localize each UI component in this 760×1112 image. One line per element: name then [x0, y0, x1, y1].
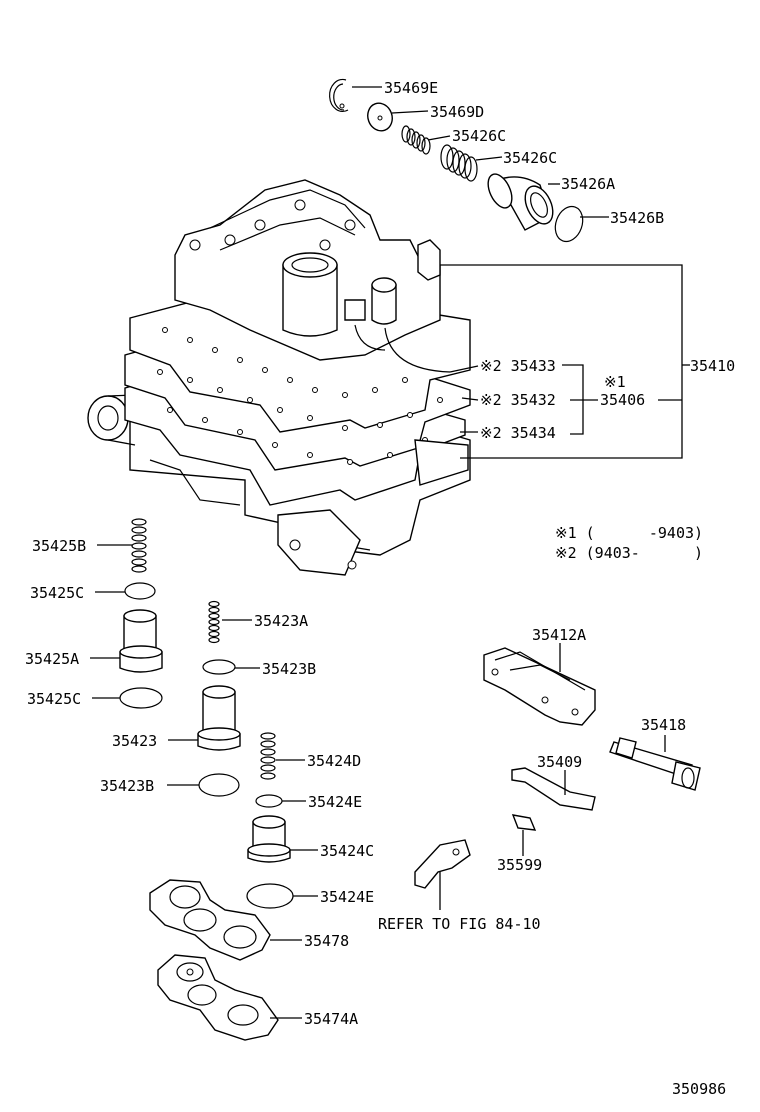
spring-35424D — [260, 732, 276, 780]
label-35426B: 35426B — [610, 209, 664, 227]
label-35424E-bottom: 35424E — [320, 888, 374, 906]
reference-note: REFER TO FIG 84-10 — [378, 915, 541, 933]
label-35424C: 35424C — [320, 842, 374, 860]
label-35432: ※2 35432 — [480, 391, 556, 409]
label-35412A: 35412A — [532, 626, 586, 644]
label-35426C-small: 35426C — [452, 127, 506, 145]
o-ring-35424E-top — [255, 794, 283, 808]
o-ring-35426B — [554, 205, 584, 243]
piston-35426A — [487, 173, 554, 231]
label-35426C-large: 35426C — [503, 149, 557, 167]
label-35406: 35406 — [600, 391, 645, 409]
gasket-35478 — [149, 879, 271, 961]
label-35409: 35409 — [537, 753, 582, 771]
o-ring-35423B-top — [202, 659, 236, 675]
connector-35418 — [609, 737, 701, 791]
clip-35599 — [511, 814, 537, 831]
o-ring-35425C-bottom — [119, 687, 163, 709]
o-ring-35423B-bottom — [198, 773, 240, 797]
valve-body-assembly — [87, 179, 471, 576]
piston-35424C — [247, 815, 291, 863]
cover-35474A — [157, 954, 279, 1041]
spring-35423A — [208, 600, 220, 644]
label-35424D: 35424D — [307, 752, 361, 770]
note-2: ※2 (9403- ) — [555, 544, 703, 562]
label-35410: 35410 — [690, 357, 735, 375]
label-35425B: 35425B — [32, 537, 86, 555]
label-35406-mark: ※1 — [604, 373, 626, 391]
diagram-id: 350986 — [672, 1080, 726, 1098]
plug-35469D — [367, 102, 393, 132]
label-35469E: 35469E — [384, 79, 438, 97]
part-labels: 35469E 35469D 35426C 35426C 35426A 35426… — [25, 79, 735, 1098]
label-35423B-top: 35423B — [262, 660, 316, 678]
bracket-35412A — [483, 647, 596, 726]
snap-ring-35469E — [329, 78, 349, 113]
label-35425C-top: 35425C — [30, 584, 84, 602]
label-35433: ※2 35433 — [480, 357, 556, 375]
bracket-ref-fig-84-10 — [414, 839, 471, 889]
label-35474A: 35474A — [304, 1010, 358, 1028]
note-1: ※1 ( -9403) — [555, 524, 703, 542]
label-35425C-bottom: 35425C — [27, 690, 81, 708]
label-35423: 35423 — [112, 732, 157, 750]
label-35423B-bottom: 35423B — [100, 777, 154, 795]
label-35426A: 35426A — [561, 175, 615, 193]
piston-35423 — [197, 685, 241, 751]
label-35425A: 35425A — [25, 650, 79, 668]
label-35423A: 35423A — [254, 612, 308, 630]
label-35418: 35418 — [641, 716, 686, 734]
leader-lines — [90, 86, 690, 1019]
piston-35425A — [119, 609, 163, 673]
spring-35425B — [131, 518, 147, 573]
spring-35426C-small — [401, 125, 431, 155]
label-35599: 35599 — [497, 856, 542, 874]
label-35434: ※2 35434 — [480, 424, 556, 442]
spring-35426C-large — [440, 144, 478, 182]
label-35424E-top: 35424E — [308, 793, 362, 811]
o-ring-35424E-bottom — [246, 883, 294, 909]
label-35478: 35478 — [304, 932, 349, 950]
o-ring-35425C-top — [124, 582, 156, 600]
label-35469D: 35469D — [430, 103, 484, 121]
wire-35409 — [511, 767, 596, 811]
